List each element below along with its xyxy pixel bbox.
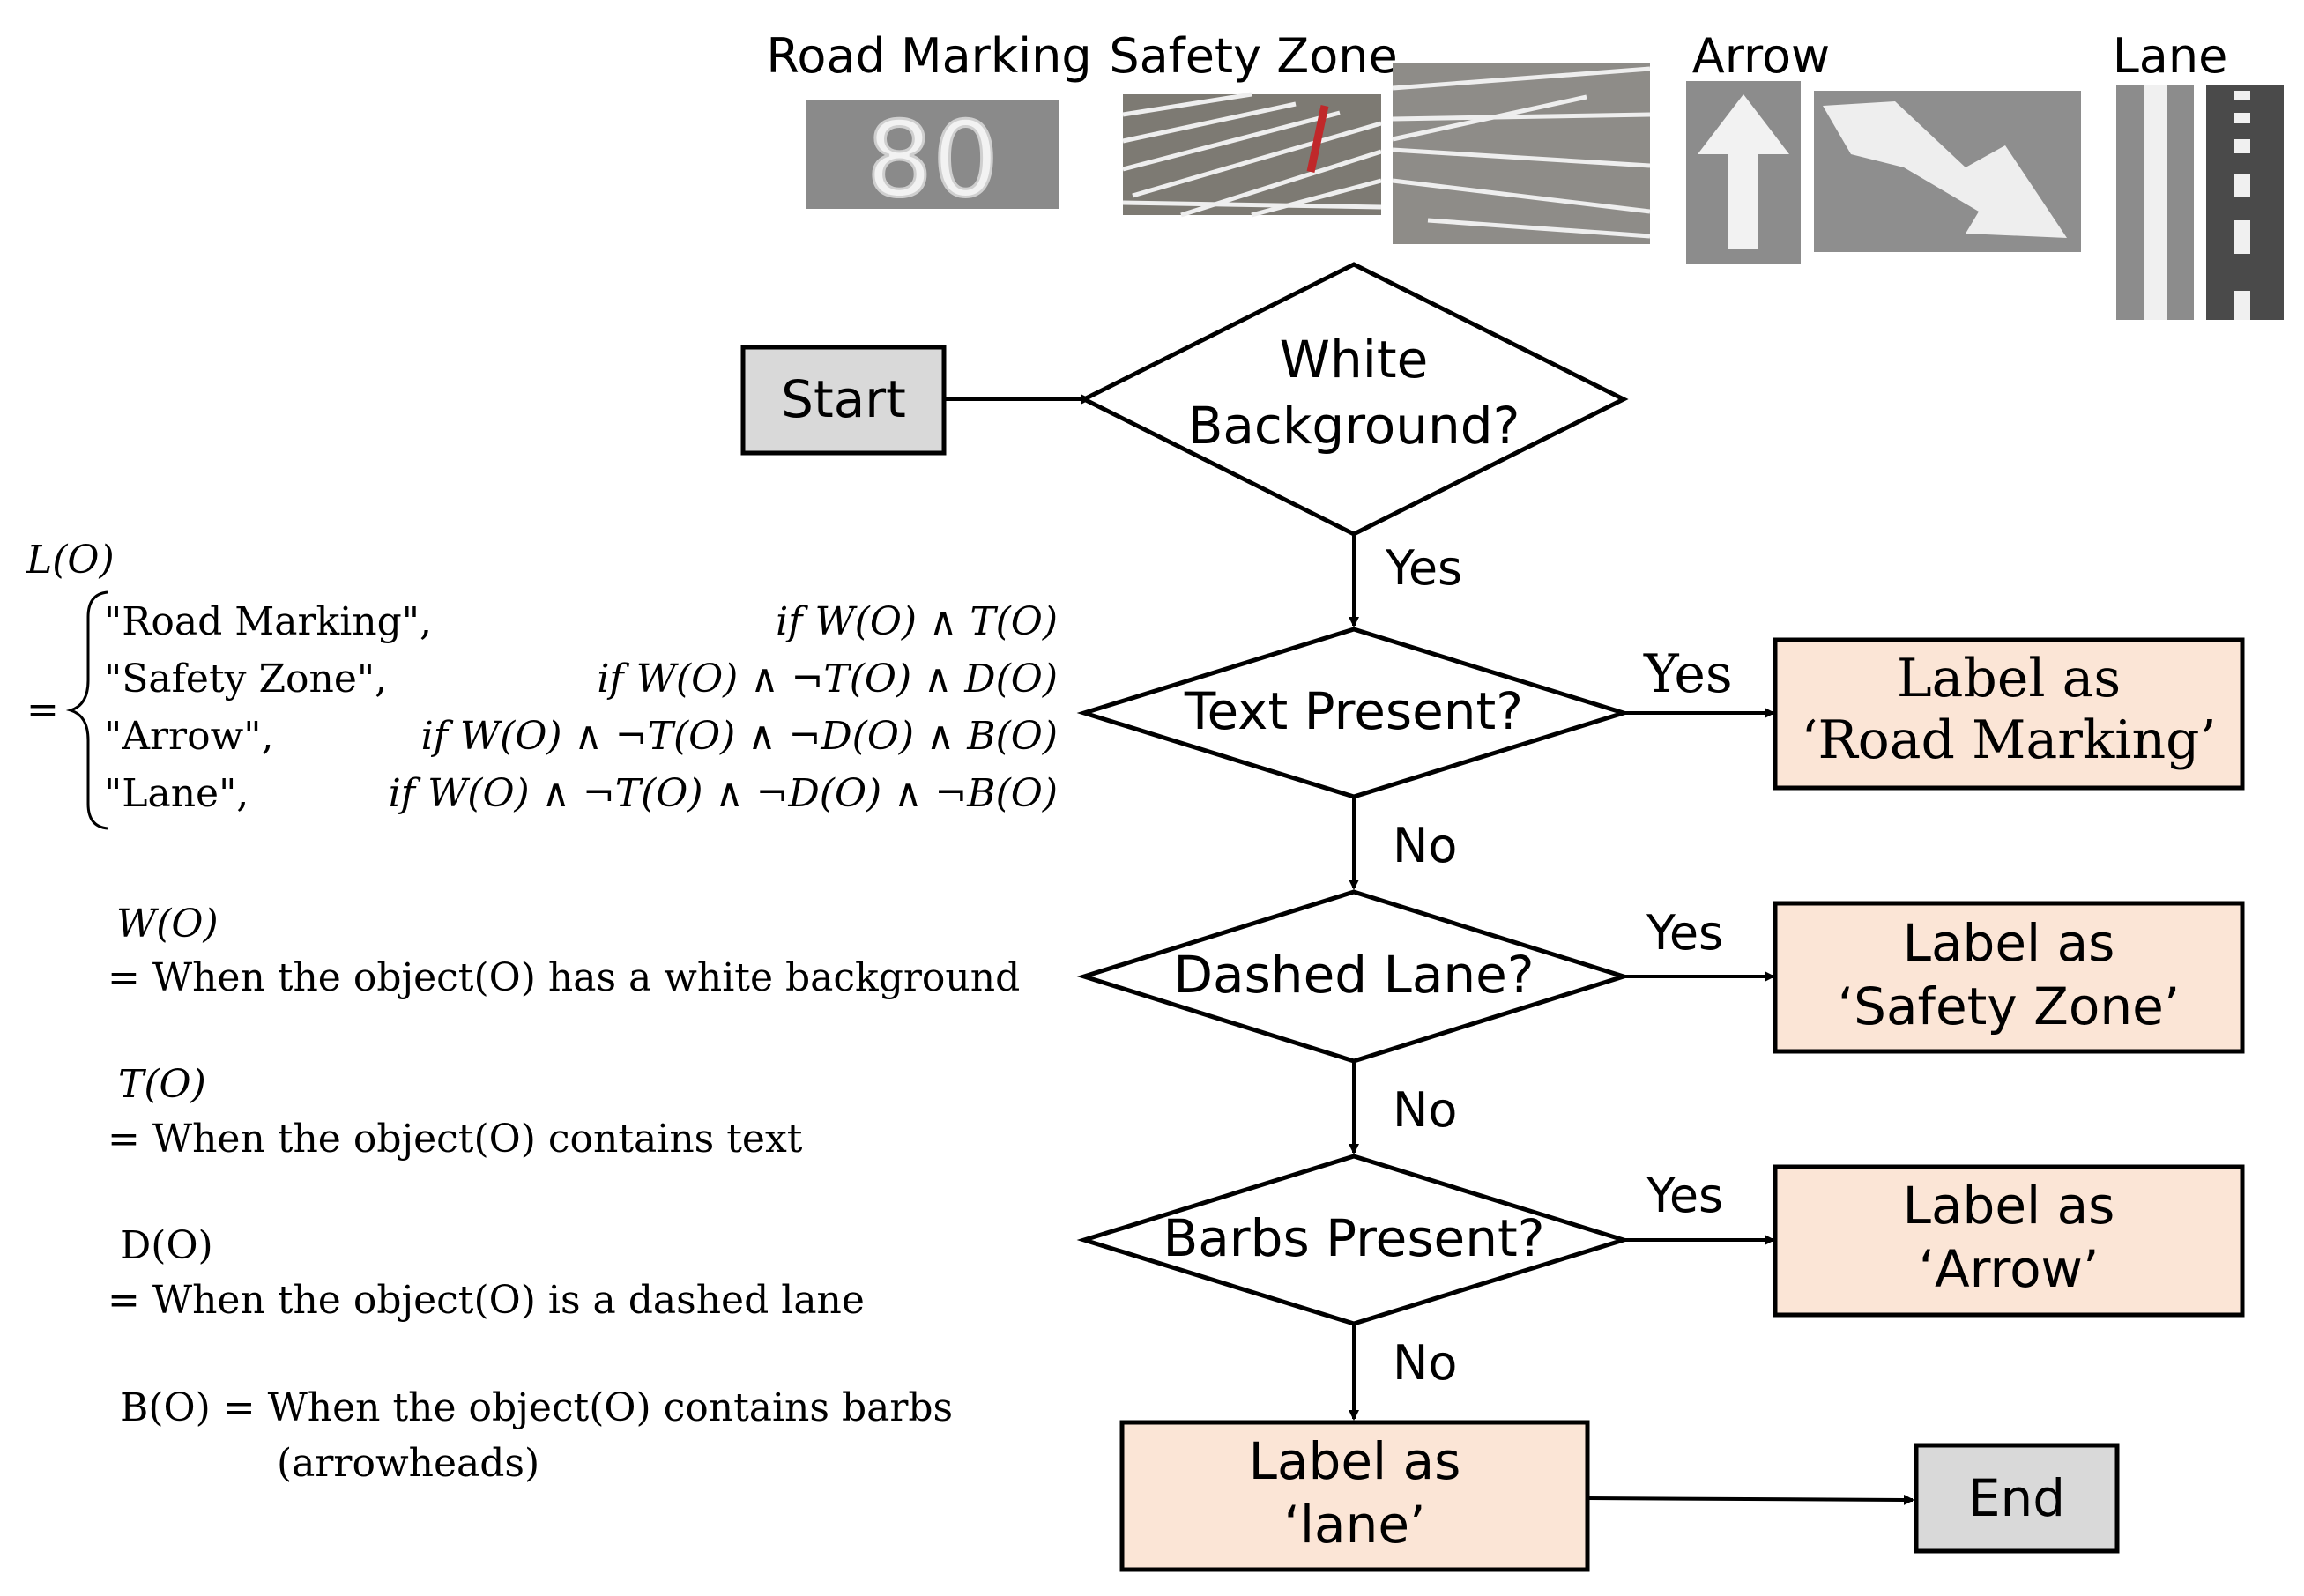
def-t-symbol: T(O) [118, 1062, 206, 1107]
formula-case-4-label: "Lane", [104, 771, 249, 816]
decision-white-background: White Background? [1079, 262, 1629, 537]
safety-zone-sample-image-1 [1122, 92, 1382, 218]
formula-case-3-label: "Arrow", [104, 714, 273, 759]
label-safety-zone-line1: Label as [1903, 913, 2115, 973]
def-w-text: = When the object(O) has a white backgro… [108, 955, 1020, 1000]
q4-no-label: No [1393, 1335, 1457, 1391]
sample-label-lane: Lane [2113, 28, 2228, 84]
lane-sample-image-1 [2116, 85, 2194, 320]
label-safety-zone-node: Label as ‘Safety Zone’ [1773, 901, 2245, 1054]
start-node: Start [740, 345, 947, 456]
decision-text-present-label: Text Present? [1184, 681, 1523, 741]
sample-label-safety-zone: Safety Zone [1109, 28, 1397, 84]
safety-zone-sample-image-2 [1392, 63, 1651, 244]
label-road-marking-line1: Label as [1897, 648, 2121, 709]
q2-yes-label: Yes [1643, 643, 1733, 705]
label-lane-line1: Label as [1249, 1431, 1461, 1491]
formula-case-1-cond: if W(O) ∧ T(O) [776, 599, 1058, 644]
label-lane-node: Label as ‘lane’ [1119, 1420, 1590, 1572]
sample-label-road-marking: Road Marking [766, 28, 1091, 84]
start-label: Start [781, 369, 906, 429]
label-lane-line2: ‘lane’ [1284, 1495, 1426, 1555]
formula-equals: = [26, 687, 59, 732]
lane-sample-image-2 [2206, 85, 2284, 320]
q3-no-label: No [1393, 1082, 1457, 1138]
def-d-symbol: D(O) [120, 1223, 213, 1268]
arrow-sample-image-1 [1686, 81, 1801, 264]
formula-case-3-cond: if W(O) ∧ ¬T(O) ∧ ¬D(O) ∧ B(O) [421, 714, 1058, 759]
label-safety-zone-line2: ‘Safety Zone’ [1838, 976, 2181, 1036]
decision-dashed-lane: Dashed Lane? [1076, 889, 1631, 1064]
formula-brace [65, 590, 108, 830]
formula-case-2-cond: if W(O) ∧ ¬T(O) ∧ D(O) [597, 657, 1058, 701]
road-marking-sample-image: 80 [806, 98, 1059, 222]
arrow-lane-to-end [1587, 1494, 1914, 1505]
label-arrow-line2: ‘Arrow’ [1919, 1239, 2100, 1299]
formula-case-4-cond: if W(O) ∧ ¬T(O) ∧ ¬D(O) ∧ ¬B(O) [389, 771, 1058, 816]
def-d-text: = When the object(O) is a dashed lane [108, 1278, 865, 1323]
decision-barbs-present-label: Barbs Present? [1163, 1208, 1544, 1268]
decision-white-background-line2: Background? [1188, 396, 1520, 456]
end-node: End [1914, 1443, 2120, 1554]
def-w-symbol: W(O) [116, 902, 219, 946]
def-t-text: = When the object(O) contains text [108, 1117, 803, 1162]
road-marking-sample-text: 80 [866, 99, 999, 220]
def-b-line2: (arrowheads) [277, 1441, 539, 1486]
end-label: End [1968, 1468, 2065, 1528]
q1-yes-label: Yes [1385, 540, 1462, 596]
decision-text-present: Text Present? [1076, 627, 1631, 799]
q2-no-label: No [1393, 818, 1457, 873]
arrow-sample-image-2 [1814, 91, 2081, 252]
formula-lhs: L(O) [26, 538, 115, 583]
decision-barbs-present: Barbs Present? [1076, 1154, 1631, 1326]
formula-case-2-label: "Safety Zone", [104, 657, 387, 701]
label-road-marking-node: Label as ‘Road Marking’ [1773, 637, 2245, 791]
q4-yes-label: Yes [1646, 1168, 1723, 1223]
q3-yes-label: Yes [1646, 905, 1723, 961]
def-b-line1: B(O) = When the object(O) contains barbs [120, 1385, 953, 1430]
label-road-marking-line2: ‘Road Marking’ [1801, 709, 2216, 771]
sample-label-arrow: Arrow [1692, 28, 1830, 84]
label-arrow-line1: Label as [1903, 1176, 2115, 1236]
label-arrow-node: Label as ‘Arrow’ [1773, 1164, 2245, 1318]
decision-white-background-line1: White [1280, 330, 1429, 390]
formula-case-1-label: "Road Marking", [104, 599, 432, 644]
decision-dashed-lane-label: Dashed Lane? [1173, 945, 1534, 1005]
